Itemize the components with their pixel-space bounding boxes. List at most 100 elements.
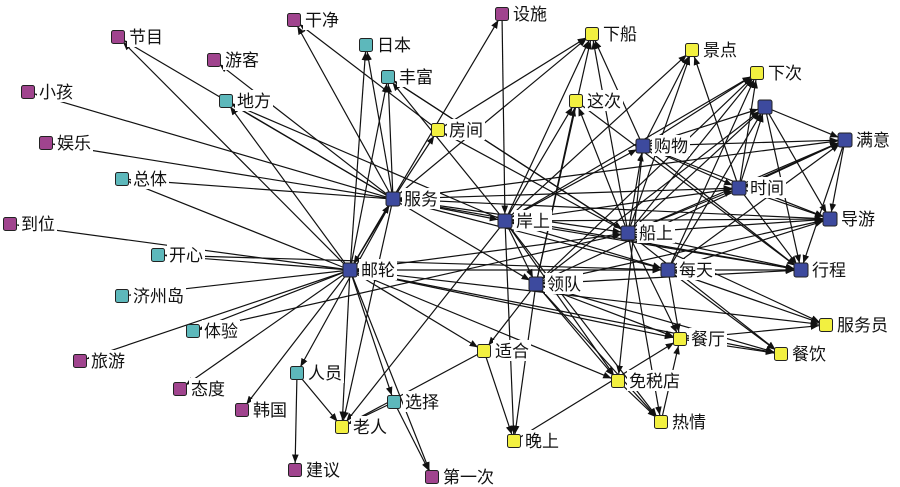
node[interactable]: 济州岛 (115, 285, 187, 307)
node-label-background (511, 3, 549, 24)
edge (667, 79, 755, 271)
node[interactable]: 这次 (569, 90, 624, 112)
node-marker (757, 99, 773, 115)
node[interactable]: 房间 (431, 119, 486, 141)
node-label: 满意 (856, 131, 890, 151)
node[interactable] (757, 99, 773, 115)
edge (192, 233, 622, 332)
node-label-background (402, 188, 440, 209)
node-label: 丰富 (399, 68, 433, 88)
node-label: 晚上 (525, 432, 559, 452)
node[interactable]: 节目 (111, 26, 166, 48)
node[interactable]: 干净 (287, 9, 342, 31)
node-marker (21, 85, 35, 99)
node-label: 适合 (495, 342, 529, 362)
node[interactable]: 导游 (822, 208, 877, 230)
node-label-background (766, 62, 804, 83)
node-marker (235, 403, 249, 417)
edge (535, 283, 614, 377)
node[interactable]: 态度 (173, 378, 228, 400)
node-label-background (55, 132, 93, 153)
edge (128, 181, 351, 271)
node[interactable]: 晚上 (507, 430, 562, 452)
node[interactable]: 下次 (750, 62, 805, 84)
node-label: 邮轮 (361, 261, 395, 281)
node[interactable]: 到位 (3, 213, 58, 235)
node-label-background (447, 119, 485, 140)
node[interactable]: 船上 (620, 222, 675, 244)
node[interactable]: 餐饮 (774, 343, 829, 365)
node-marker (569, 94, 583, 108)
edge (122, 41, 351, 271)
node[interactable]: 领队 (528, 273, 583, 295)
edge (501, 13, 509, 215)
node-label-background (304, 459, 342, 480)
edge (392, 138, 839, 200)
edge (393, 401, 430, 472)
node[interactable]: 开心 (151, 244, 206, 266)
node[interactable]: 第一次 (425, 466, 497, 487)
edge (642, 145, 796, 267)
edge (232, 103, 506, 222)
node-label: 娱乐 (57, 134, 91, 154)
node[interactable]: 免税店 (611, 370, 683, 392)
node[interactable]: 每天 (660, 259, 715, 281)
node-marker (660, 262, 676, 278)
node[interactable]: 老人 (335, 416, 390, 438)
node[interactable]: 购物 (635, 135, 690, 157)
node-label: 免税店 (629, 372, 680, 392)
node[interactable]: 小孩 (21, 81, 76, 103)
node-marker (673, 332, 687, 346)
node[interactable]: 服务 (385, 188, 440, 210)
edge (738, 187, 798, 265)
node-label: 船上 (639, 224, 673, 244)
node[interactable]: 人员 (290, 362, 345, 384)
edge (365, 51, 394, 200)
node-marker (635, 138, 651, 154)
node[interactable]: 岸上 (497, 210, 552, 232)
edge (535, 283, 657, 418)
node[interactable]: 选择 (387, 391, 442, 413)
edge (504, 76, 752, 222)
node[interactable]: 行程 (793, 259, 848, 281)
node-marker (219, 94, 233, 108)
node[interactable]: 热情 (654, 411, 709, 433)
node[interactable]: 设施 (495, 3, 550, 25)
node-marker (287, 13, 301, 27)
node-label-background (89, 350, 127, 371)
node[interactable]: 时间 (731, 177, 786, 199)
node[interactable]: 旅游 (73, 350, 128, 372)
node[interactable]: 体验 (186, 320, 241, 342)
node[interactable]: 建议 (288, 459, 343, 481)
node[interactable]: 适合 (477, 340, 532, 362)
node-marker (381, 70, 395, 84)
node-label: 餐厅 (691, 330, 725, 350)
node[interactable]: 服务员 (819, 314, 891, 336)
edge (157, 254, 662, 273)
node-label: 下船 (603, 25, 637, 45)
node[interactable]: 地方 (219, 90, 274, 112)
node[interactable]: 游客 (207, 49, 262, 71)
node[interactable]: 韩国 (235, 399, 290, 421)
node-label-background (131, 168, 169, 189)
node[interactable]: 日本 (359, 34, 414, 56)
node-marker (611, 374, 625, 388)
node[interactable]: 娱乐 (39, 132, 94, 154)
node-label: 建议 (306, 461, 340, 481)
node[interactable]: 邮轮 (342, 259, 397, 281)
node-marker (750, 66, 764, 80)
node-marker (335, 420, 349, 434)
edge (231, 104, 394, 200)
node[interactable]: 下船 (585, 23, 640, 45)
node[interactable]: 丰富 (381, 66, 436, 88)
node[interactable]: 总体 (115, 168, 170, 190)
node[interactable]: 景点 (685, 39, 740, 61)
edge (667, 269, 776, 351)
node-marker (115, 172, 129, 186)
edge (535, 283, 775, 354)
edge (345, 220, 506, 422)
node[interactable]: 餐厅 (673, 328, 728, 350)
node[interactable]: 满意 (837, 129, 892, 151)
